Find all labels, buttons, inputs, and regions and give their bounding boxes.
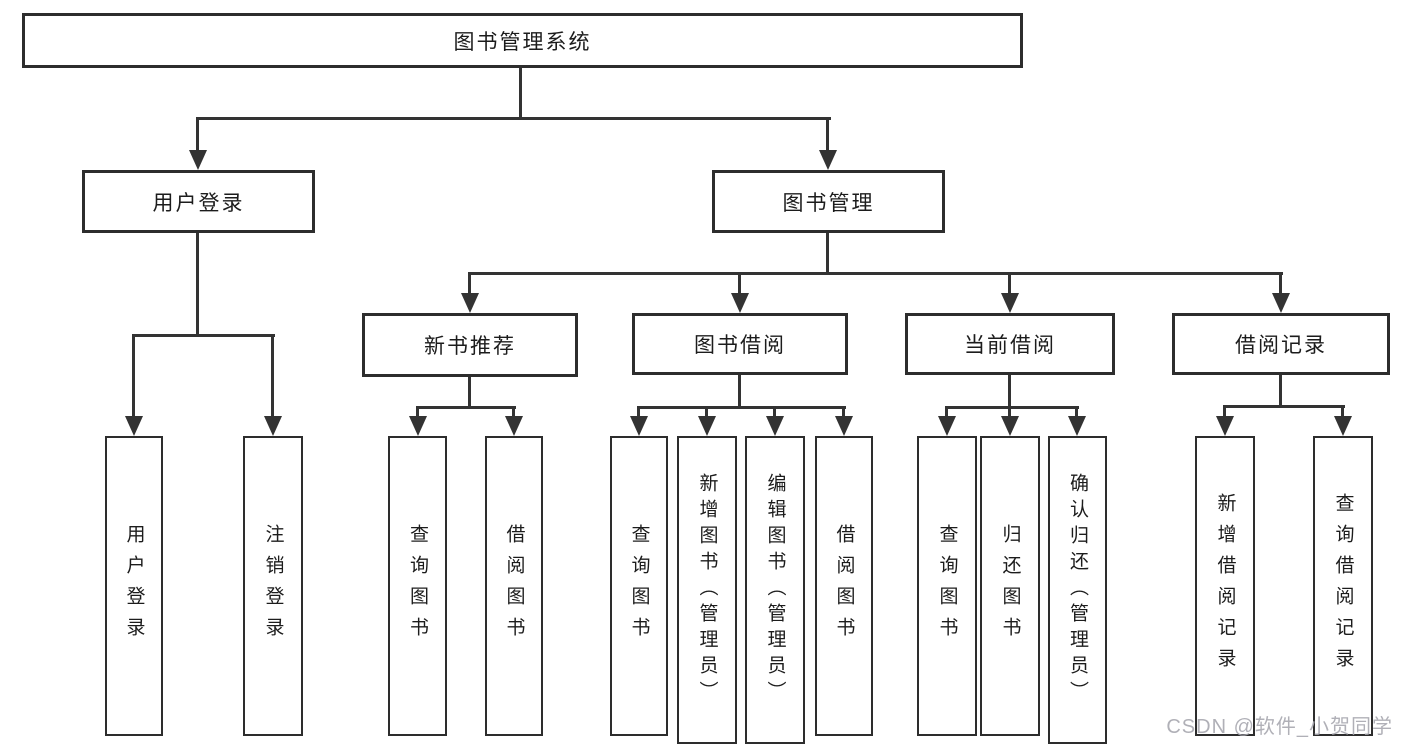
node-current-borrowing: 当前借阅 [905, 313, 1115, 375]
leaf-label: 查询图书 [628, 524, 650, 648]
arrowhead-icon [1001, 416, 1019, 436]
connector-line [416, 406, 516, 409]
connector-line [1223, 405, 1345, 408]
connector-line [945, 406, 948, 417]
leaf-label: 借阅图书 [503, 524, 525, 648]
arrowhead-icon [1001, 293, 1019, 313]
connector-line [1223, 405, 1226, 417]
arrowhead-icon [1216, 416, 1234, 436]
leaf-query-books-recommend: 查询图书 [388, 436, 447, 736]
arrowhead-icon [1272, 293, 1290, 313]
node-book-management: 图书管理 [712, 170, 945, 233]
leaf-query-books-current: 查询图书 [917, 436, 977, 736]
node-label: 新书推荐 [424, 335, 516, 358]
connector-line [512, 406, 515, 417]
node-label: 当前借阅 [964, 334, 1056, 357]
connector-line [738, 272, 741, 293]
connector-line [468, 377, 471, 409]
connector-line [637, 406, 640, 417]
leaf-label: 借阅图书 [833, 524, 855, 648]
leaf-add-borrow-record: 新增借阅记录 [1195, 436, 1255, 736]
arrowhead-icon [835, 416, 853, 436]
connector-line [196, 117, 831, 120]
leaf-query-borrow-record: 查询借阅记录 [1313, 436, 1373, 736]
leaf-label: 新增借阅记录 [1214, 493, 1236, 679]
csdn-watermark: CSDN @软件_小贺同学 [1166, 716, 1393, 738]
arrowhead-icon [819, 150, 837, 170]
connector-line [738, 375, 741, 409]
connector-line [519, 68, 522, 119]
connector-line [842, 406, 845, 417]
arrowhead-icon [766, 416, 784, 436]
connector-line [1279, 272, 1282, 293]
connector-line [1075, 406, 1078, 417]
arrowhead-icon [461, 293, 479, 313]
leaf-label: 查询图书 [936, 524, 958, 648]
connector-line [1008, 406, 1011, 417]
arrowhead-icon [1068, 416, 1086, 436]
node-label: 借阅记录 [1235, 334, 1327, 357]
leaf-borrow-books: 借阅图书 [815, 436, 873, 736]
leaf-label: 新增图书（管理员） [696, 473, 718, 707]
connector-line [132, 334, 275, 337]
leaf-label: 归还图书 [999, 524, 1021, 648]
leaf-query-books-borrowing: 查询图书 [610, 436, 668, 736]
leaf-label: 确认归还（管理员） [1067, 473, 1088, 707]
node-root-library-system: 图书管理系统 [22, 13, 1023, 68]
arrowhead-icon [731, 293, 749, 313]
connector-line [196, 233, 199, 337]
leaf-edit-book-admin: 编辑图书（管理员） [745, 436, 805, 744]
arrowhead-icon [505, 416, 523, 436]
leaf-confirm-return-admin: 确认归还（管理员） [1048, 436, 1107, 744]
connector-line [773, 406, 776, 417]
arrowhead-icon [1334, 416, 1352, 436]
arrowhead-icon [125, 416, 143, 436]
arrowhead-icon [938, 416, 956, 436]
leaf-borrow-books-recommend: 借阅图书 [485, 436, 543, 736]
connector-line [196, 117, 199, 152]
arrowhead-icon [698, 416, 716, 436]
connector-line [1008, 375, 1011, 409]
connector-line [271, 334, 274, 418]
connector-line [1279, 375, 1282, 408]
leaf-add-book-admin: 新增图书（管理员） [677, 436, 737, 744]
node-book-borrowing: 图书借阅 [632, 313, 848, 375]
leaf-label: 编辑图书（管理员） [764, 473, 786, 707]
connector-line [637, 406, 846, 409]
node-label: 图书借阅 [694, 334, 786, 357]
node-label: 图书管理 [782, 191, 875, 215]
leaf-return-books: 归还图书 [980, 436, 1040, 736]
connector-line [826, 117, 829, 152]
leaf-label: 注销登录 [262, 524, 284, 648]
connector-line [468, 272, 1283, 275]
node-borrowing-records: 借阅记录 [1172, 313, 1390, 375]
connector-line [1341, 405, 1344, 417]
leaf-label: 用户登录 [123, 524, 145, 648]
arrowhead-icon [630, 416, 648, 436]
arrowhead-icon [409, 416, 427, 436]
leaf-user-login: 用户登录 [105, 436, 163, 736]
arrowhead-icon [264, 416, 282, 436]
node-label: 用户登录 [152, 191, 245, 215]
connector-line [132, 334, 135, 418]
leaf-logout: 注销登录 [243, 436, 303, 736]
node-user-login: 用户登录 [82, 170, 315, 233]
connector-line [416, 406, 419, 417]
node-label: 图书管理系统 [453, 30, 592, 54]
connector-line [705, 406, 708, 417]
connector-line [1008, 272, 1011, 293]
leaf-label: 查询借阅记录 [1332, 493, 1354, 679]
connector-line [468, 272, 471, 293]
node-new-book-recommend: 新书推荐 [362, 313, 578, 377]
arrowhead-icon [189, 150, 207, 170]
leaf-label: 查询图书 [407, 524, 428, 648]
connector-line [945, 406, 1079, 409]
connector-line [826, 233, 829, 275]
